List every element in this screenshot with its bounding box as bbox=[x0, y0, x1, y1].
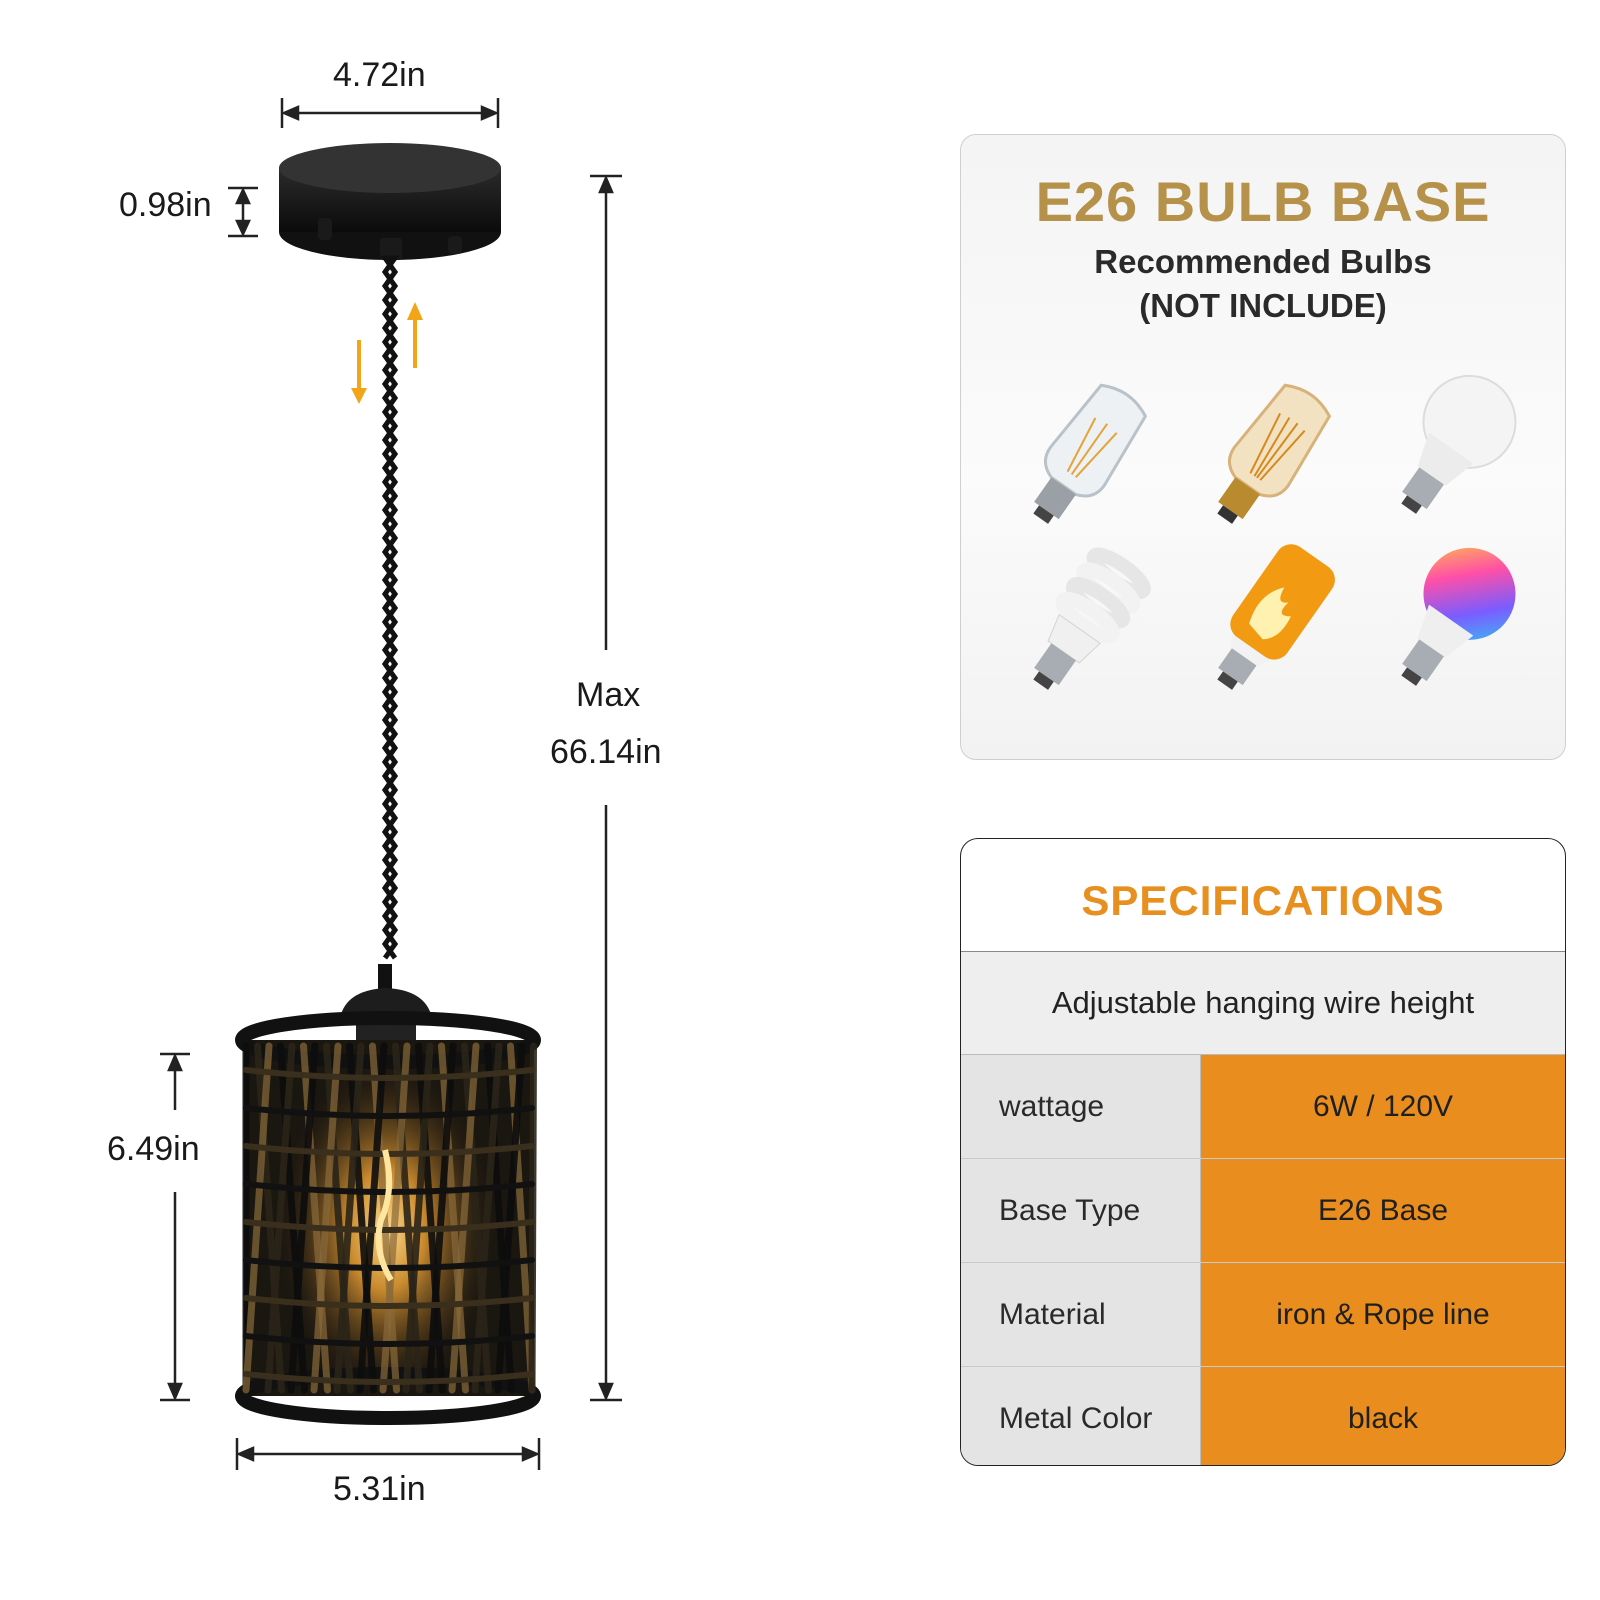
canopy-height-label: 0.98in bbox=[119, 186, 212, 224]
max-length-value: 66.14in bbox=[550, 733, 662, 771]
amber-filament-bulb-icon bbox=[1217, 383, 1332, 524]
max-length-label: Max bbox=[576, 676, 641, 714]
spec-row-metal-color: Metal Color black bbox=[961, 1367, 1565, 1465]
pendant-lamp-illustration bbox=[160, 98, 622, 1470]
spec-value: 6W / 120V bbox=[1201, 1055, 1565, 1158]
spec-value: E26 Base bbox=[1201, 1159, 1565, 1262]
spec-key: wattage bbox=[961, 1055, 1201, 1158]
adjust-arrows bbox=[351, 302, 423, 404]
shade-width-dimension bbox=[235, 1438, 541, 1470]
max-length-dimension bbox=[590, 174, 622, 1402]
specifications-title: SPECIFICATIONS bbox=[961, 839, 1565, 952]
ceiling-canopy bbox=[279, 143, 501, 260]
bulb-card-note: (NOT INCLUDE) bbox=[1139, 287, 1387, 324]
shade-height-label: 6.49in bbox=[107, 1130, 200, 1168]
shade-width-label: 5.31in bbox=[333, 1470, 426, 1508]
spec-row-base-type: Base Type E26 Base bbox=[961, 1159, 1565, 1263]
spec-value: iron & Rope line bbox=[1201, 1263, 1565, 1366]
spec-row-wattage: wattage 6W / 120V bbox=[961, 1055, 1565, 1159]
led-a19-bulb-icon bbox=[1401, 374, 1517, 514]
twisted-cord bbox=[380, 255, 400, 960]
rope-cage-shade bbox=[235, 1011, 541, 1425]
shade-height-dimension bbox=[160, 1052, 190, 1402]
rgb-smart-bulb-icon bbox=[1401, 547, 1516, 686]
bulb-card-title: E26 BULB BASE bbox=[1035, 170, 1491, 233]
canopy-width-label: 4.72in bbox=[333, 56, 426, 94]
canopy-width-dimension bbox=[280, 98, 500, 128]
bulb-card-subtitle: Recommended Bulbs bbox=[1094, 243, 1432, 280]
spec-key: Base Type bbox=[961, 1159, 1201, 1262]
spec-value: black bbox=[1201, 1367, 1565, 1465]
spec-row-material: Material iron & Rope line bbox=[961, 1263, 1565, 1367]
cfl-spiral-bulb-icon bbox=[1033, 547, 1151, 690]
bulb-base-card: E26 BULB BASE Recommended Bulbs (NOT INC… bbox=[960, 134, 1566, 760]
spec-key: Material bbox=[961, 1263, 1201, 1366]
flame-effect-bulb-icon bbox=[1217, 544, 1335, 690]
edison-filament-bulb-icon bbox=[1033, 383, 1148, 524]
specifications-card: SPECIFICATIONS Adjustable hanging wire h… bbox=[960, 838, 1566, 1466]
spec-key: Metal Color bbox=[961, 1367, 1201, 1465]
specifications-note: Adjustable hanging wire height bbox=[961, 952, 1565, 1055]
canopy-height-dimension bbox=[228, 186, 258, 238]
